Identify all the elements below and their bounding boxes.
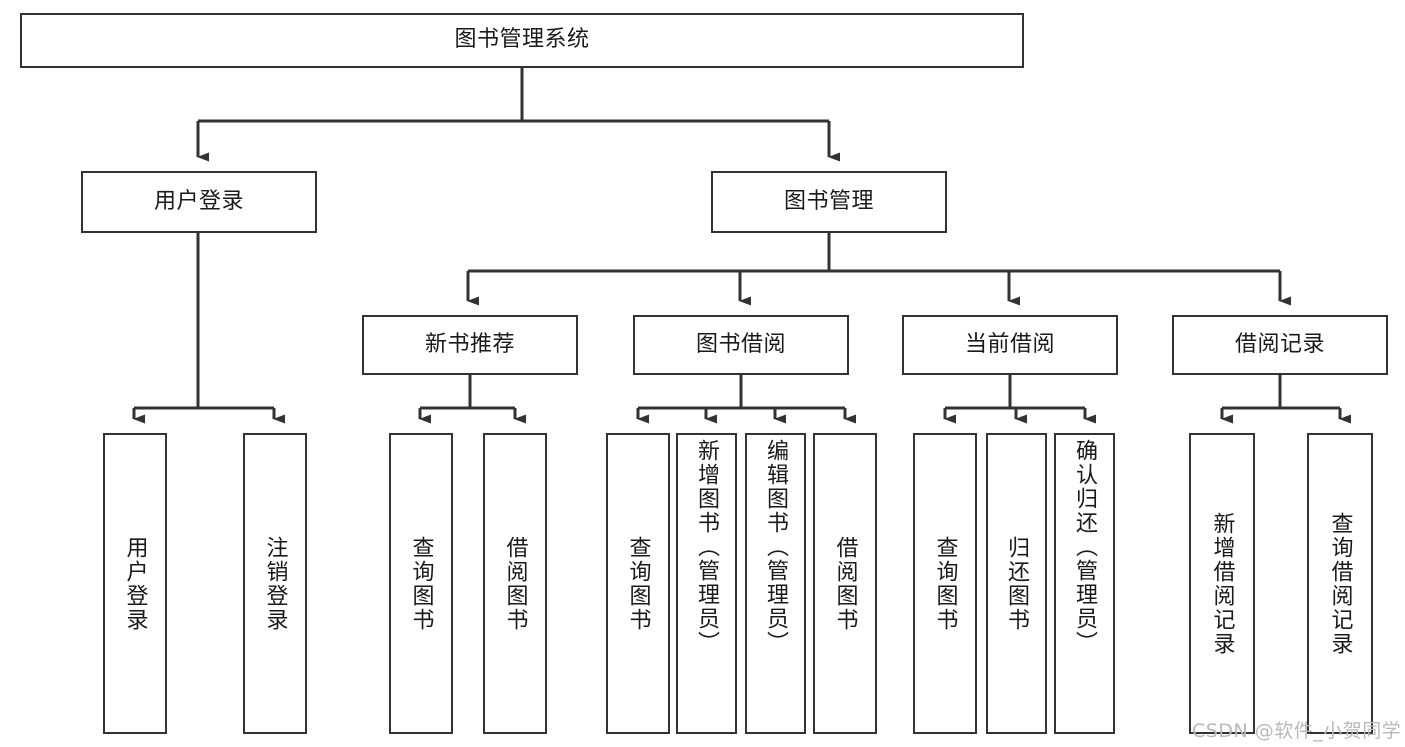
node-label-leaf-confirm-return-admin: 确认归还（管理员） — [1072, 439, 1098, 655]
node-leaf-add-book-admin[interactable]: 新增图书（管理员） — [676, 433, 737, 734]
node-leaf-return-book[interactable]: 归还图书 — [986, 433, 1047, 734]
node-label-user-login: 用户登录 — [153, 188, 244, 214]
node-label-book-borrow: 图书借阅 — [695, 331, 786, 357]
node-label-leaf-query-book-recommend: 查询图书 — [408, 535, 434, 632]
node-label-leaf-edit-book-admin: 编辑图书（管理员） — [763, 439, 789, 655]
node-label-current-borrow: 当前借阅 — [964, 331, 1055, 357]
node-label-leaf-query-book-current: 查询图书 — [932, 535, 958, 632]
node-book-borrow[interactable]: 图书借阅 — [633, 315, 849, 375]
node-label-leaf-borrow-book: 借阅图书 — [832, 535, 858, 632]
node-label-leaf-add-book-admin: 新增图书（管理员） — [694, 439, 720, 655]
node-label-borrow-record: 借阅记录 — [1234, 331, 1325, 357]
node-user-login[interactable]: 用户登录 — [81, 171, 317, 233]
node-leaf-query-book-borrow[interactable]: 查询图书 — [606, 433, 670, 734]
node-leaf-query-book-recommend[interactable]: 查询图书 — [389, 433, 453, 734]
node-current-borrow[interactable]: 当前借阅 — [902, 315, 1118, 375]
node-label-leaf-add-borrow-record: 新增借阅记录 — [1209, 511, 1235, 656]
node-leaf-user-logout[interactable]: 注销登录 — [243, 433, 307, 734]
node-leaf-query-borrow-record[interactable]: 查询借阅记录 — [1307, 433, 1373, 734]
node-leaf-add-borrow-record[interactable]: 新增借阅记录 — [1189, 433, 1255, 734]
node-book-manage[interactable]: 图书管理 — [711, 171, 947, 233]
node-leaf-query-book-current[interactable]: 查询图书 — [913, 433, 977, 734]
node-leaf-confirm-return-admin[interactable]: 确认归还（管理员） — [1054, 433, 1115, 734]
node-label-leaf-user-login: 用户登录 — [122, 535, 148, 632]
node-leaf-borrow-book-recommend[interactable]: 借阅图书 — [483, 433, 547, 734]
node-new-book-recommend[interactable]: 新书推荐 — [362, 315, 578, 375]
node-label-leaf-query-borrow-record: 查询借阅记录 — [1327, 511, 1353, 656]
node-label-root: 图书管理系统 — [454, 27, 590, 53]
node-label-leaf-return-book: 归还图书 — [1004, 535, 1030, 632]
watermark-label: CSDN @软件_小贺同学 — [1192, 720, 1402, 742]
node-leaf-user-login[interactable]: 用户登录 — [103, 433, 167, 734]
node-label-leaf-user-logout: 注销登录 — [262, 535, 288, 632]
node-borrow-record[interactable]: 借阅记录 — [1172, 315, 1388, 375]
node-label-book-manage: 图书管理 — [783, 188, 874, 214]
connector-lines — [132, 68, 1351, 424]
node-root[interactable]: 图书管理系统 — [20, 13, 1024, 68]
node-label-leaf-query-book-borrow: 查询图书 — [625, 535, 651, 632]
node-label-leaf-borrow-book-recommend: 借阅图书 — [502, 535, 528, 632]
node-leaf-edit-book-admin[interactable]: 编辑图书（管理员） — [745, 433, 806, 734]
node-leaf-borrow-book[interactable]: 借阅图书 — [813, 433, 877, 734]
node-label-new-book-recommend: 新书推荐 — [424, 331, 515, 357]
